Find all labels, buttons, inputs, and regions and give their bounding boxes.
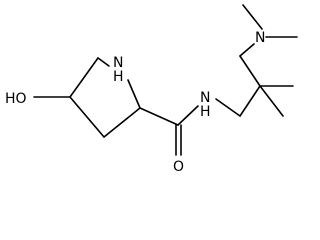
bond-cquat-ch2b — [239, 55, 261, 87]
amide-nitrogen-label: N — [200, 90, 210, 106]
bond-c4-c5 — [69, 57, 99, 98]
bond-ch2b-n — [239, 43, 255, 57]
bond-c3-c4 — [69, 96, 105, 138]
bond-camide-nh — [177, 105, 199, 126]
bond-c5-n1 — [97, 57, 110, 67]
amide-nitrogen-hydrogen-label: H — [200, 104, 211, 120]
bond-c2-camide — [139, 107, 179, 126]
ring-nitrogen-hydrogen-label: H — [113, 69, 124, 85]
bond-n-me2 — [242, 4, 263, 30]
hydroxyl-label: HO — [5, 91, 27, 107]
bond-c2-c3 — [103, 107, 141, 138]
bond-cquat-me2 — [259, 85, 284, 117]
bond-n1-c2 — [127, 79, 141, 109]
bond-ch2a-cquat — [239, 85, 261, 117]
ring-nitrogen-label: N — [113, 55, 123, 71]
molecule-structure: HO N H N H N O — [5, 4, 298, 175]
bond-nh-ch2a — [215, 98, 241, 117]
carbonyl-oxygen-label: O — [173, 159, 184, 175]
amine-nitrogen-label: N — [255, 30, 265, 46]
